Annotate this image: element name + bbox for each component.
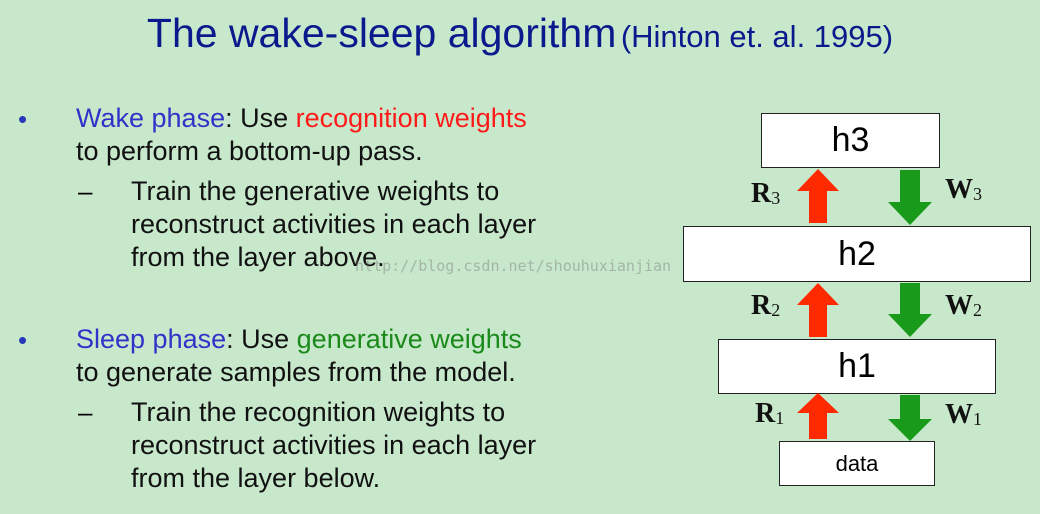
recognition-weights-highlight: recognition weights: [295, 103, 527, 133]
sleep-sub-bullet: Train the recognition weights to reconst…: [131, 396, 536, 495]
layer-h1-box: h1: [718, 339, 996, 394]
bullet-marker: •: [18, 325, 28, 355]
sleep-phase-label: Sleep phase: [76, 324, 227, 354]
recognition-arrow-up-icon: [797, 169, 839, 223]
generative-weight-label-w2: W2: [945, 290, 982, 322]
sleep-phase-text: : Use: [226, 324, 297, 354]
generative-arrow-down-icon: [888, 283, 932, 337]
weight-index: 2: [771, 300, 781, 320]
generative-weight-label-w1: W1: [945, 399, 982, 431]
wake-phase-bullet: Wake phase: Use recognition weights to p…: [76, 102, 527, 168]
weight-index: 3: [771, 188, 781, 208]
sleep-sub-line: Train the recognition weights to: [131, 397, 506, 427]
generative-weight-label-w3: W3: [945, 174, 982, 206]
weight-letter: R: [755, 398, 776, 429]
recognition-weight-label-r1: R1: [755, 398, 784, 430]
layer-h3-box: h3: [761, 113, 940, 168]
slide-title: The wake-sleep algorithm (Hinton et. al.…: [0, 10, 1040, 57]
weight-letter: W: [945, 290, 973, 321]
wake-sub-bullet: Train the generative weights to reconstr…: [131, 175, 536, 274]
sleep-phase-bullet: Sleep phase: Use generative weights to g…: [76, 323, 522, 389]
wake-sub-line: Train the generative weights to: [131, 176, 500, 206]
title-main: The wake-sleep algorithm: [146, 10, 617, 56]
weight-index: 2: [973, 300, 982, 320]
dash-marker: –: [78, 176, 93, 206]
weight-letter: R: [751, 290, 772, 321]
wake-phase-text: : Use: [225, 103, 296, 133]
watermark: http://blog.csdn.net/shouhuxianjian: [355, 257, 672, 275]
recognition-arrow-up-icon: [797, 393, 839, 439]
sleep-phase-line2: to generate samples from the model.: [76, 357, 516, 387]
weight-letter: R: [751, 178, 772, 209]
weight-index: 3: [973, 184, 982, 204]
generative-weights-highlight: generative weights: [296, 324, 522, 354]
sleep-sub-line: from the layer below.: [131, 463, 381, 493]
weight-letter: W: [945, 399, 973, 430]
generative-arrow-down-icon: [888, 170, 932, 225]
wake-sub-line: from the layer above.: [131, 242, 385, 272]
title-citation: (Hinton et. al. 1995): [620, 19, 894, 54]
weight-index: 1: [775, 408, 785, 428]
dash-marker: –: [78, 397, 93, 427]
sleep-sub-line: reconstruct activities in each layer: [131, 430, 537, 460]
layer-h2-box: h2: [683, 226, 1031, 282]
generative-arrow-down-icon: [888, 395, 932, 441]
recognition-weight-label-r3: R3: [751, 178, 780, 210]
wake-sub-line: reconstruct activities in each layer: [131, 209, 537, 239]
recognition-arrow-up-icon: [797, 283, 839, 337]
wake-phase-label: Wake phase: [76, 103, 226, 133]
bullet-marker: •: [18, 104, 28, 134]
wake-phase-line2: to perform a bottom-up pass.: [76, 136, 423, 166]
recognition-weight-label-r2: R2: [751, 290, 780, 322]
weight-index: 1: [973, 409, 982, 429]
bullet-list: • Wake phase: Use recognition weights to…: [18, 102, 536, 495]
weight-letter: W: [945, 174, 973, 205]
layer-data-box: data: [779, 441, 935, 486]
